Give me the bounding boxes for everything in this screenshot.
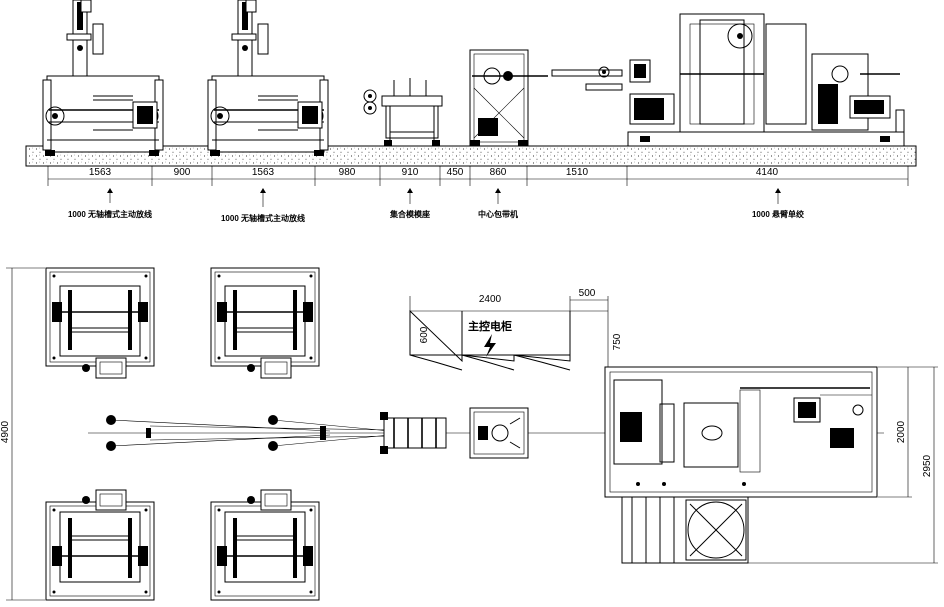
- caption-leaders: [107, 188, 781, 207]
- payoff-stand-top-1: [45, 267, 155, 379]
- payoff-stand-top-4: [210, 489, 320, 601]
- dim-gap-4: 1510: [566, 167, 589, 178]
- cabinet-label: 主控电柜: [468, 319, 512, 333]
- lightning-bolt-icon: [484, 334, 496, 357]
- dim-payoff-2: 1563: [252, 167, 275, 178]
- gathering-stand-side: [363, 78, 443, 146]
- payoff-stand-top-2: [210, 267, 320, 379]
- dim-twister-height-outer: 2950: [922, 454, 933, 477]
- twister-top: [604, 366, 878, 564]
- dim-overall-height: 4900: [0, 420, 11, 443]
- dim-gap-1: 900: [174, 167, 191, 178]
- twister-height-dimensions: 2000 2950: [748, 366, 938, 564]
- dim-cabinet-width: 2400: [479, 294, 502, 305]
- center-taper-side: [469, 49, 548, 147]
- caption-twister: 1000 悬臂单绞: [752, 209, 804, 219]
- twister-side: [551, 13, 905, 147]
- overall-height-dimension: 4900: [0, 267, 45, 601]
- dim-gap-2: 980: [339, 167, 356, 178]
- caption-center-taper: 中心包带机: [478, 209, 518, 219]
- side-view: 1563 900 1563 980 910 450 860 1510 4140 …: [25, 0, 917, 223]
- payoff-machine-side-1: [42, 0, 164, 157]
- caption-payoff-2: 1000 无轴槽式主动放线: [221, 213, 305, 223]
- payoff-stand-top-3: [45, 489, 155, 601]
- dim-twister-height-inner: 2000: [896, 420, 907, 443]
- dim-gathering: 910: [402, 167, 419, 178]
- dim-taper: 860: [490, 167, 507, 178]
- caption-gathering: 集合模模座: [389, 209, 430, 219]
- dim-twister: 4140: [756, 167, 779, 178]
- dim-payoff-1: 1563: [89, 167, 112, 178]
- gathering-stand-top: [380, 412, 447, 454]
- dim-cabinet-offset: 750: [612, 333, 623, 350]
- dim-cabinet-depth: 600: [419, 326, 430, 343]
- side-dimension-chain: 1563 900 1563 980 910 450 860 1510 4140: [47, 166, 909, 186]
- caption-payoff-1: 1000 无轴槽式主动放线: [68, 209, 152, 219]
- center-taper-top: [469, 407, 529, 459]
- plan-view: 4900: [0, 267, 938, 601]
- control-cabinet: 2400 500 600 750 主控电柜: [409, 288, 623, 371]
- dim-cabinet-gap: 500: [579, 288, 596, 299]
- dim-gap-3: 450: [447, 167, 464, 178]
- payoff-machine-side-2: [207, 0, 329, 157]
